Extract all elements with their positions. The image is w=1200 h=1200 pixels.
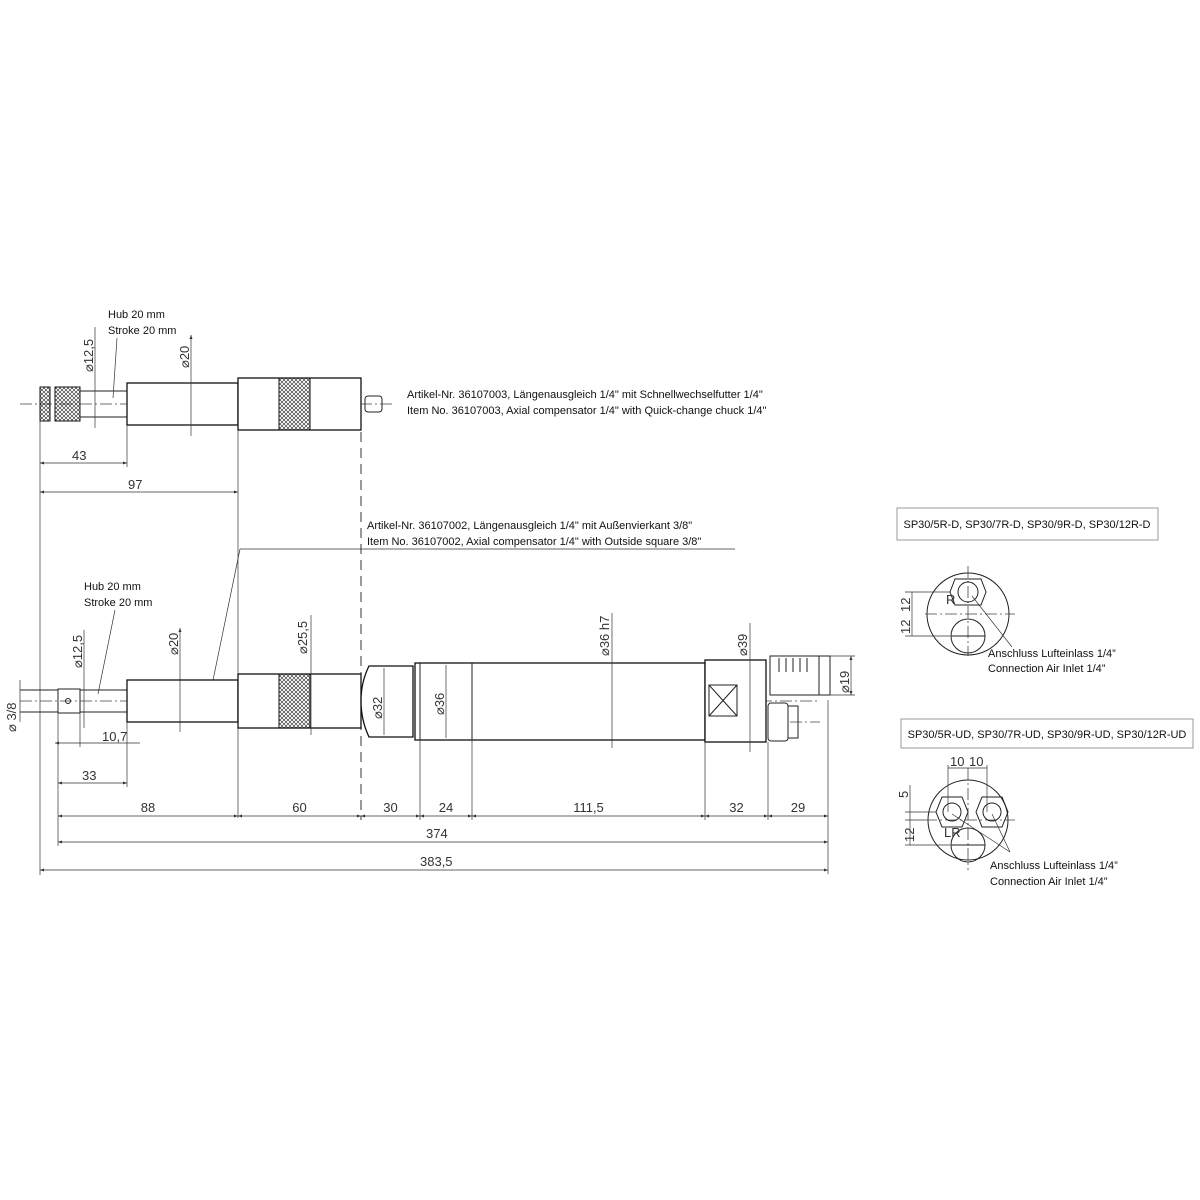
collar-32 [360, 665, 414, 738]
segment-dim-label: 30 [383, 800, 397, 815]
motor-head-39 [704, 659, 767, 743]
body-20 [126, 382, 239, 426]
dim-12: 12 [902, 828, 917, 842]
dim-12-lower: 12 [898, 620, 913, 634]
segment-dim-label: 111,5 [573, 800, 604, 815]
dim-dia-body: ⌀20 [166, 633, 181, 655]
dim-dia-32: ⌀32 [370, 697, 385, 719]
segment-dim-label: 24 [439, 800, 453, 815]
dim-dia-36: ⌀36 [432, 693, 447, 715]
quick-change-chuck-nut [39, 386, 51, 422]
dim-10-left: 10 [950, 754, 964, 769]
dim-dia-19: ⌀19 [837, 671, 852, 693]
wrench-flat [708, 684, 738, 717]
air-inlet-note-en: Connection Air Inlet 1/4” [988, 663, 1106, 675]
dim-dia-body: ⌀20 [177, 346, 192, 368]
top-tool: ⌀12,5 ⌀20 Hub 20 mm Stroke 20 mm 43 97 A… [20, 309, 766, 875]
segment-dim-label: 60 [292, 800, 306, 815]
end-view-ud: SP30/5R-UD, SP30/7R-UD, SP30/9R-UD, SP30… [896, 718, 1194, 888]
exhaust-port [769, 655, 831, 696]
dim-10-right: 10 [969, 754, 983, 769]
dim-dia-36-h7: ⌀36 h7 [597, 616, 612, 656]
air-inlet-note-en: Connection Air Inlet 1/4” [990, 876, 1108, 888]
air-inlet-note-de: Anschluss Lufteinlass 1/4” [988, 648, 1116, 660]
dim-dia-39: ⌀39 [735, 634, 750, 656]
stroke-label-en: Stroke 20 mm [108, 325, 176, 337]
drive-pin [364, 395, 383, 413]
dim-383-5: 383,5 [420, 854, 453, 869]
segment-dim-label: 29 [791, 800, 805, 815]
view-d-title: SP30/5R-D, SP30/7R-D, SP30/9R-D, SP30/12… [904, 519, 1151, 531]
item-label-de: Artikel-Nr. 36107002, Längenausgleich 1/… [367, 520, 692, 532]
segment-dim-label: 32 [729, 800, 743, 815]
body-20 [126, 679, 239, 723]
dim-97: 97 [128, 477, 142, 492]
segment-dimensions: 88 60 30 24 111,5 32 29 [58, 800, 828, 818]
stroke-label-en: Stroke 20 mm [84, 597, 152, 609]
dim-square-3-8: ⌀ 3/8 [4, 702, 19, 732]
dim-12-upper: 12 [898, 598, 913, 612]
dim-33: 33 [82, 768, 96, 783]
dim-10-7: 10,7 [102, 729, 127, 744]
dim-dia-sleeve: ⌀25,5 [295, 621, 310, 654]
segment-dim-label: 88 [141, 800, 155, 815]
item-label-de: Artikel-Nr. 36107003, Längenausgleich 1/… [407, 389, 763, 401]
air-inlet-note-de: Anschluss Lufteinlass 1/4” [990, 860, 1118, 872]
view-ud-title: SP30/5R-UD, SP30/7R-UD, SP30/9R-UD, SP30… [908, 729, 1187, 741]
bottom-tool: Artikel-Nr. 36107002, Längenausgleich 1/… [4, 520, 855, 874]
dim-5: 5 [896, 791, 911, 798]
item-label-en: Item No. 36107002, Axial compensator 1/4… [367, 536, 701, 548]
dim-dia-shaft: ⌀12,5 [70, 635, 85, 668]
port-r: R [946, 592, 955, 607]
stroke-label-de: Hub 20 mm [108, 309, 165, 321]
dim-43: 43 [72, 448, 86, 463]
dim-dia-shaft: ⌀12,5 [81, 339, 96, 372]
stroke-label-de: Hub 20 mm [84, 581, 141, 593]
end-view-d: SP30/5R-D, SP30/7R-D, SP30/9R-D, SP30/12… [896, 507, 1159, 675]
ports-lr: LR [944, 825, 961, 840]
dim-374: 374 [426, 826, 448, 841]
item-label-en: Item No. 36107003, Axial compensator 1/4… [407, 405, 766, 417]
air-inlet-nut [767, 702, 789, 742]
housing-36 [414, 662, 706, 741]
